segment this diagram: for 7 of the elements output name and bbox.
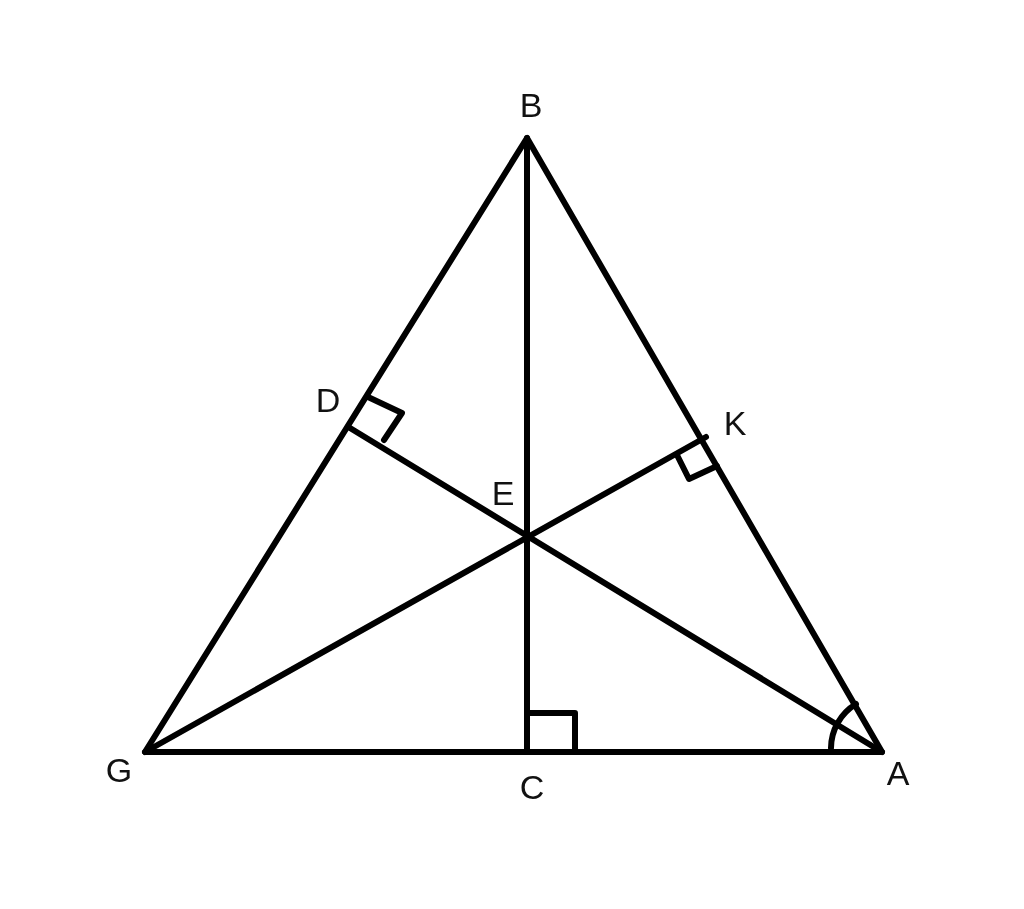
point-label: C (519, 770, 545, 804)
point-label: E (491, 476, 515, 510)
point-label: A (886, 756, 910, 790)
point-label: D (315, 383, 341, 417)
point-label: B (519, 88, 543, 122)
point-label: G (105, 753, 133, 787)
point-label: K (723, 406, 747, 440)
